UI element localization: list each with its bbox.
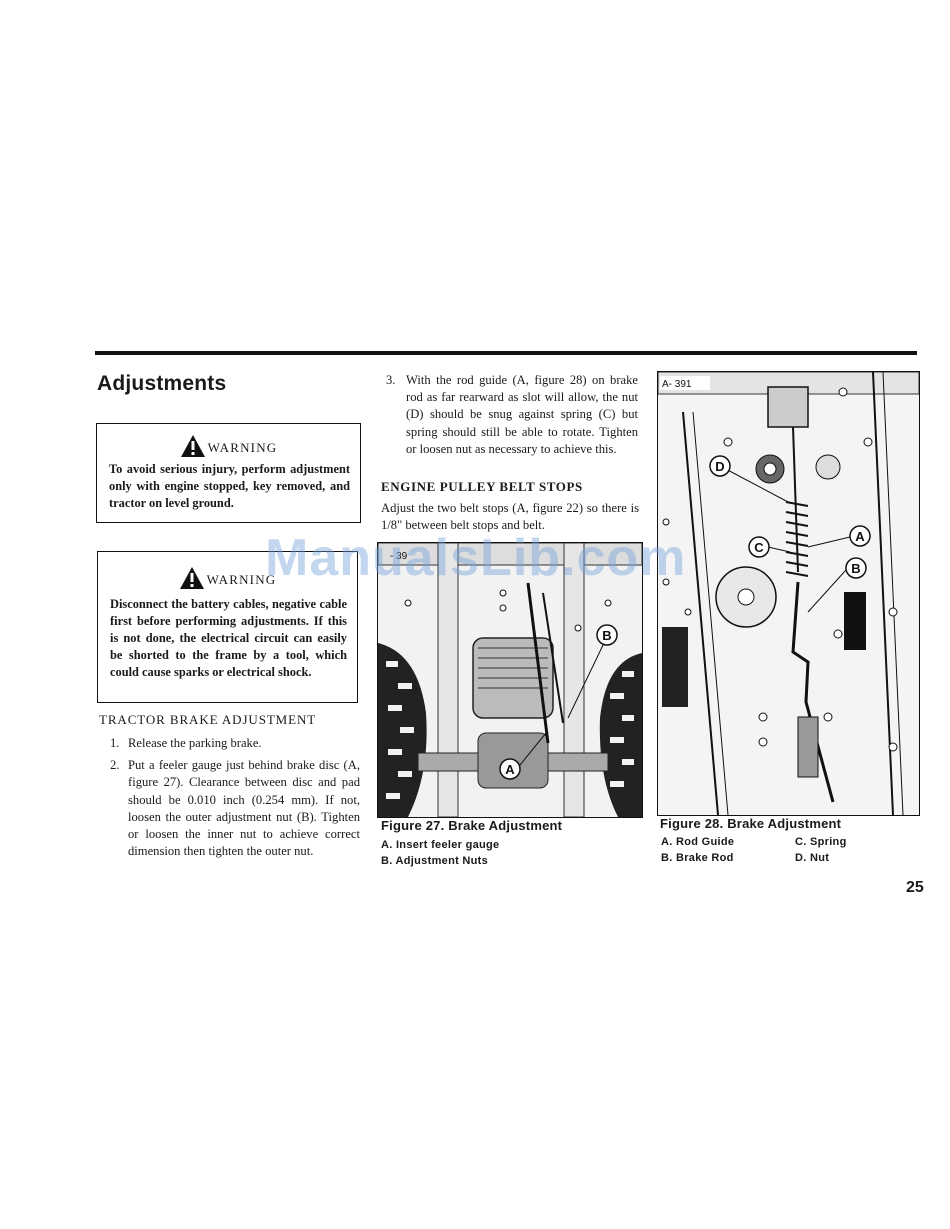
callout-c: C (748, 536, 770, 558)
legend-item: A. Rod Guide (661, 836, 735, 848)
warning-box-engine: WARNING To avoid serious injury, perform… (96, 423, 361, 523)
figure-28-legend-right: C. Spring D. Nut (795, 834, 847, 866)
warning-label: WARNING (207, 440, 278, 455)
belt-stops-heading: ENGINE PULLEY BELT STOPS (381, 479, 583, 494)
watermark-text: ManualsLib.com (265, 529, 687, 587)
warning-label: WARNING (206, 572, 277, 587)
warning-box-battery: WARNING Disconnect the battery cables, n… (97, 551, 358, 703)
brake-rod-illustration: D C A B A- 391 (658, 372, 919, 815)
warning-text: To avoid serious injury, perform adjustm… (109, 462, 350, 510)
page-title: Adjustments (97, 372, 227, 395)
warning-header: WARNING (98, 562, 357, 590)
brake-steps-list: 1. Release the parking brake. 2. Put a f… (110, 735, 360, 860)
callout-a: A (849, 525, 871, 547)
belt-stops-text: Adjust the two belt stops (A, figure 22)… (381, 501, 639, 533)
warning-triangle-icon (180, 435, 205, 457)
figure-28-caption: Figure 28. Brake Adjustment (660, 816, 842, 831)
legend-item: A. Insert feeler gauge (381, 839, 500, 851)
svg-text:A: A (505, 762, 515, 777)
legend-item: C. Spring (795, 836, 847, 848)
list-item: 1. Release the parking brake. (110, 736, 262, 750)
callout-b: B (845, 557, 867, 579)
warning-triangle-icon (179, 567, 204, 589)
figure-28-image: D C A B A- 391 (657, 371, 920, 816)
callout-b: B (596, 624, 618, 646)
section-rule (95, 351, 917, 355)
legend-item: B. Adjustment Nuts (381, 855, 489, 867)
svg-text:C: C (754, 540, 764, 555)
svg-text:B: B (851, 561, 860, 576)
list-item: 2. Put a feeler gauge just behind brake … (110, 758, 360, 859)
callout-a: A (499, 758, 521, 780)
figure-27-legend: A. Insert feeler gauge B. Adjustment Nut… (381, 837, 499, 869)
page-number: 25 (906, 879, 924, 896)
brake-assembly-illustration: B A - 39 (378, 543, 642, 817)
figure-code: - 39 (390, 551, 408, 562)
warning-text: Disconnect the battery cables, negative … (110, 597, 347, 679)
svg-text:B: B (602, 628, 611, 643)
figure-code: A- 391 (662, 379, 692, 390)
brake-adjustment-heading: TRACTOR BRAKE ADJUSTMENT (99, 712, 317, 727)
legend-item: D. Nut (795, 852, 830, 864)
svg-text:D: D (715, 459, 724, 474)
legend-item: B. Brake Rod (661, 852, 734, 864)
callout-d: D (709, 455, 731, 477)
warning-header: WARNING (97, 430, 360, 458)
svg-text:A: A (855, 529, 865, 544)
figure-27-image: B A - 39 (377, 542, 643, 818)
figure-28-legend-left: A. Rod Guide B. Brake Rod (661, 834, 734, 866)
list-item: 3. With the rod guide (A, figure 28) on … (386, 373, 638, 456)
figure-27-caption: Figure 27. Brake Adjustment (381, 818, 563, 833)
brake-steps-list-continued: 3. With the rod guide (A, figure 28) on … (386, 372, 638, 458)
